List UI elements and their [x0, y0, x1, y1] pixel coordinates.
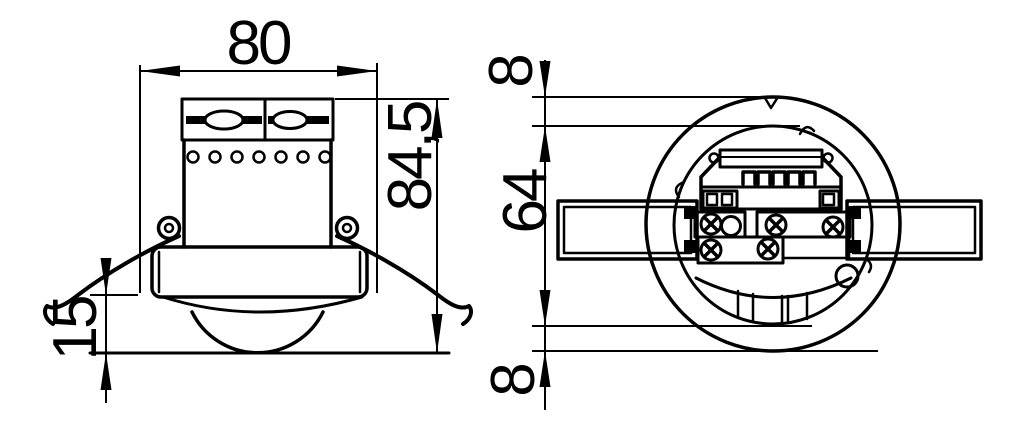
- side-view: 80 84,5 15: [41, 9, 473, 403]
- connector-bay-left: [701, 189, 739, 210]
- screw-plates: [693, 210, 852, 265]
- mounting-spring-left: [43, 234, 181, 326]
- sensor-dome-lens: [190, 310, 325, 355]
- phillips-screw: [699, 212, 723, 236]
- screw-plate-lower-left: [696, 235, 785, 265]
- terminal-block-side-right: [820, 155, 843, 211]
- arrowhead: [539, 290, 551, 326]
- dim-bottom-rim: 8: [479, 350, 878, 397]
- phillips-screw: [821, 215, 845, 239]
- mounting-spring-right: [335, 234, 473, 326]
- mounting-wing-right: [845, 199, 983, 261]
- dim-diameter: 64: [491, 169, 812, 327]
- arrowhead: [431, 314, 443, 353]
- arrowhead: [539, 61, 551, 97]
- arrowhead: [100, 353, 112, 390]
- connector-bay-right: [818, 189, 841, 210]
- dim-top-rim-label: 8: [477, 56, 546, 88]
- clip-tab-left: [674, 180, 686, 199]
- mounting-wing-left: [556, 199, 699, 261]
- dim-height-label: 84,5: [376, 102, 445, 211]
- device-body: [43, 97, 473, 355]
- cover-flange: [150, 245, 369, 299]
- dim-diameter-label: 64: [491, 169, 560, 233]
- arrowhead: [140, 65, 180, 77]
- cable-hole: [720, 215, 742, 237]
- fixing-hole: [834, 263, 860, 289]
- cable-clamp-screw-left: [203, 109, 245, 131]
- arrowhead: [337, 65, 377, 77]
- dim-width-label: 80: [227, 9, 291, 78]
- terminal-contacts: [741, 170, 817, 186]
- arrowhead: [431, 99, 443, 138]
- terminal-block-side-left: [699, 155, 722, 211]
- vent-holes: [186, 150, 332, 164]
- cable-clamp-screw-right: [271, 110, 309, 130]
- cable-entry-ribs: [736, 289, 809, 326]
- dim-protrusion: 15: [41, 258, 138, 403]
- cover-underside: [161, 295, 364, 314]
- terminal-housing: [180, 97, 335, 142]
- clip-tab-top: [798, 125, 816, 136]
- dim-bottom-rim-label: 8: [479, 365, 548, 397]
- dim-top-rim: 8: [477, 56, 800, 410]
- rear-view: 8 64 8: [477, 56, 983, 410]
- connector-slot: [821, 192, 836, 207]
- connector-slot: [705, 192, 719, 207]
- arrowhead: [539, 351, 551, 387]
- inner-step-arc: [694, 276, 853, 299]
- arrowhead: [539, 126, 551, 162]
- wing-latch-blocks: [684, 206, 861, 253]
- dim-height: 84,5: [335, 98, 449, 353]
- clip-tab-right: [864, 257, 873, 274]
- terminal-block: [699, 148, 843, 211]
- alignment-notch: [763, 95, 780, 110]
- terminal-strip-top: [718, 148, 824, 169]
- phillips-screw: [764, 213, 788, 237]
- connector-slot: [720, 192, 734, 207]
- phillips-screw: [699, 238, 723, 262]
- phillips-screw: [756, 237, 780, 261]
- dim-width: 80: [139, 9, 378, 293]
- screw-plate-lower-right: [781, 235, 851, 260]
